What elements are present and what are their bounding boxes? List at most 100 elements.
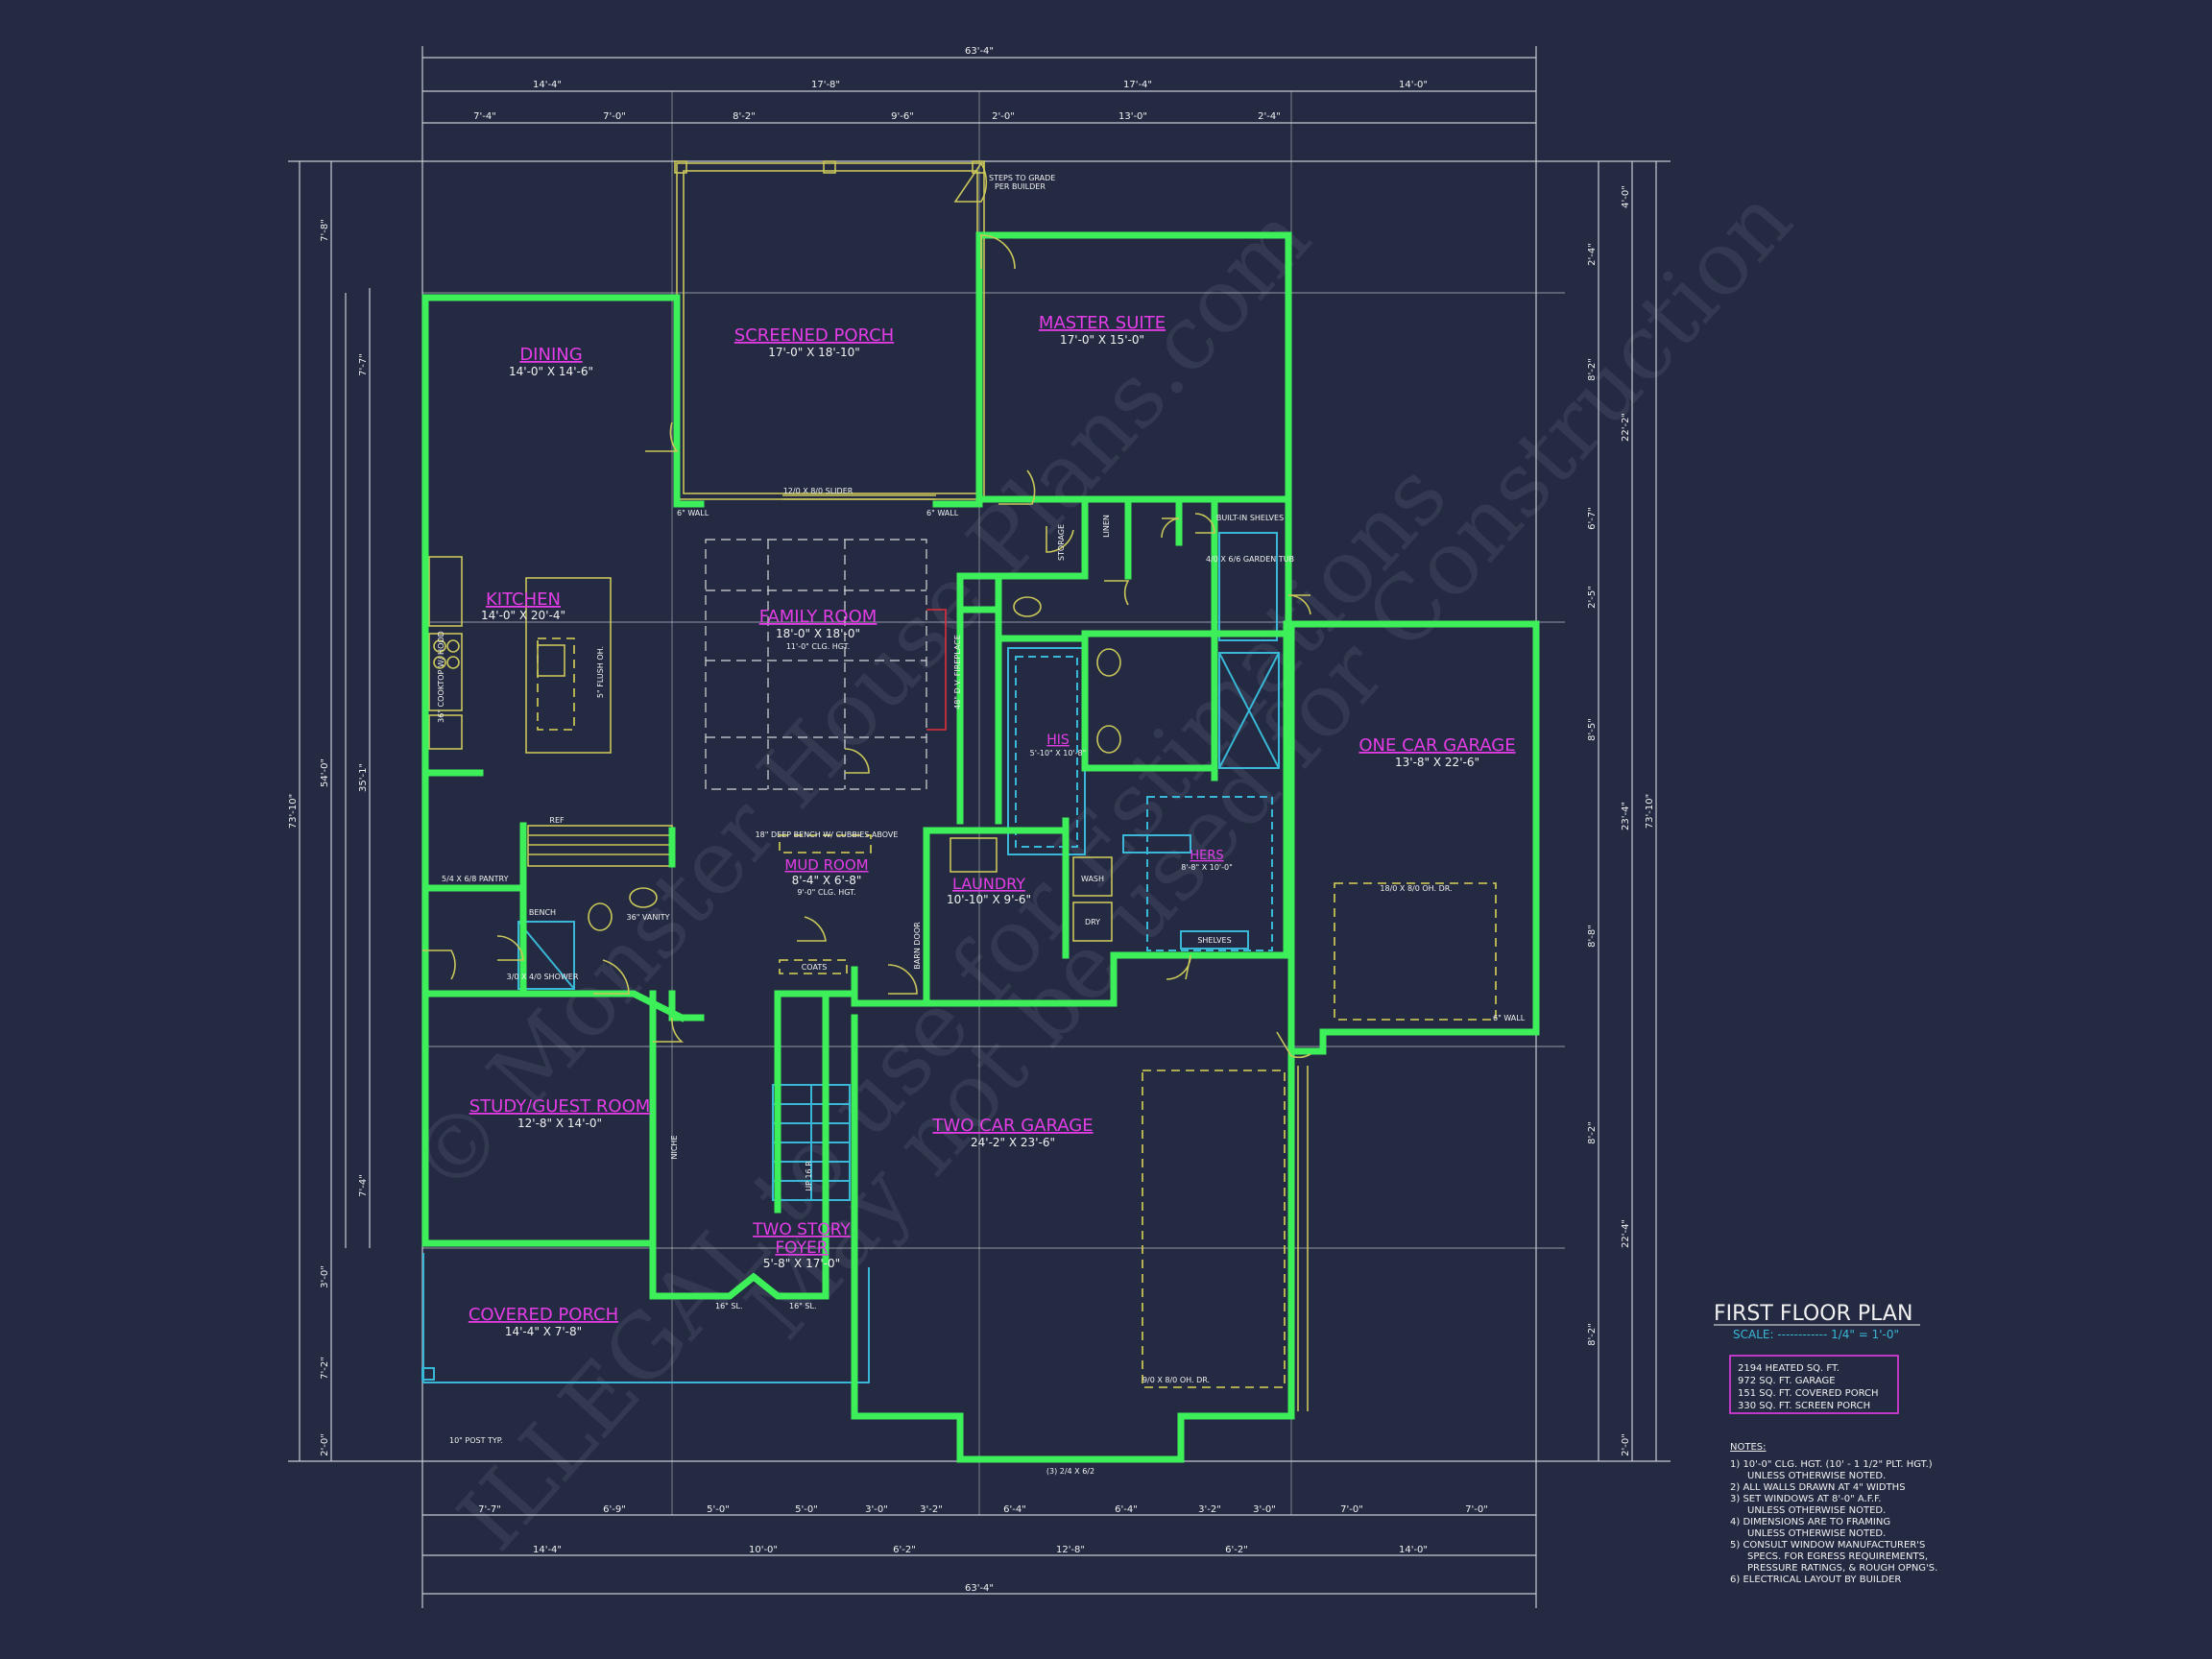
room-labels: DINING 14'-0" X 14'-6" SCREENED PORCH 17… [469,313,1516,1338]
dim-right-seg-h: 8'-2" [1587,1121,1598,1144]
dim-left-seg-c: 7'-4" [358,1174,369,1197]
covered-porch-size: 14'-4" X 7'-8" [505,1325,582,1338]
note-3: 3) SET WINDOWS AT 8'-0" A.F.F. [1730,1494,1881,1504]
note-6: 6) ELECTRICAL LAYOUT BY BUILDER [1730,1575,1901,1585]
garage-door-2: 9/0 X 8/0 OH. DR. [1142,1376,1210,1384]
six-wall-label-2: 6" WALL [926,509,959,517]
kitchen-size: 14'-0" X 20'-4" [481,609,565,622]
covered-porch-label: COVERED PORCH [469,1305,618,1325]
dim-bot-r1-l: 7'-0" [1465,1504,1488,1515]
dining-label: DINING [519,345,582,365]
dry-label: DRY [1085,918,1100,926]
hers-label: HERS [1190,849,1223,863]
dim-bot-r2-d: 12'-8" [1056,1545,1085,1555]
dim-bot-r1-c: 5'-0" [707,1504,730,1515]
slider-label: 12/0 X 8/0 SLIDER [783,487,854,495]
dim-top-b: 17'-8" [811,80,840,90]
wash-label: WASH [1081,875,1104,883]
doors [422,161,1311,1059]
shelves-label: SHELVES [1197,936,1231,945]
dim-left-overall: 73'-10" [288,794,299,829]
title-block: FIRST FLOOR PLAN SCALE: ------------ 1/4… [1714,1302,1920,1414]
family-room-label: FAMILY ROOM [759,607,878,627]
note-3b: UNLESS OTHERWISE NOTED. [1747,1505,1886,1516]
dim-top-r3-c: 8'-2" [733,111,756,122]
mud-room-size: 8'-4" X 6'-8" [792,874,862,887]
sl-label-2: 16" SL. [789,1302,816,1310]
note-1b: UNLESS OTHERWISE NOTED. [1747,1471,1886,1481]
area-garage: 972 SQ. FT. GARAGE [1738,1376,1836,1386]
dim-bot-r1-g: 6'-4" [1003,1504,1026,1515]
area-box [1729,1355,1899,1414]
barn-door-label: BARN DOOR [913,922,922,970]
area-heated: 2194 HEATED SQ. FT. [1738,1363,1839,1374]
dim-left-inner: 35'-1" [358,763,369,792]
dim-right-seg-j: 8'-2" [1587,1323,1598,1346]
master-suite-label: MASTER SUITE [1039,313,1166,333]
dim-top-r3-g: 2'-4" [1258,111,1281,122]
note-4b: UNLESS OTHERWISE NOTED. [1747,1528,1886,1539]
laundry-size: 10'-10" X 9'-6" [947,893,1031,906]
dim-right-seg-k: 2'-0" [1621,1433,1631,1456]
dim-bot-r1-a: 7'-7" [478,1504,501,1515]
foyer-size: 5'-8" X 17'-0" [763,1257,840,1270]
master-suite-size: 17'-0" X 15'-0" [1060,333,1144,347]
dim-right-seg-e: 2'-5" [1587,586,1598,609]
dim-right-seg-a: 4'-0" [1621,185,1631,208]
dim-left-seg-f: 2'-0" [320,1433,330,1456]
storage-label: STORAGE [1057,524,1066,561]
front-window-label: (3) 2/4 X 6/2 [1046,1467,1094,1476]
dim-bot-r1-d: 5'-0" [795,1504,818,1515]
his-size: 5'-10" X 10'-8" [1030,749,1087,757]
dim-right-mid: 23'-4" [1621,802,1631,830]
dim-bot-r2-e: 6'-2" [1225,1545,1248,1555]
top-dimensions: 63'-4" 14'-4" 17'-8" 17'-4" 14'-0" 7'-4"… [473,46,1428,122]
bench-label: BENCH [529,908,556,917]
dim-top-c: 17'-4" [1123,80,1152,90]
coats-label: COATS [802,963,828,972]
kitchen-label: KITCHEN [486,589,561,610]
mud-room-label: MUD ROOM [784,856,868,874]
note-2: 2) ALL WALLS DRAWN AT 4" WIDTHS [1730,1482,1906,1493]
area-covered-porch: 151 SQ. FT. COVERED PORCH [1738,1388,1879,1399]
dim-bot-r1-i: 3'-2" [1198,1504,1221,1515]
ref-label: REF [549,816,565,825]
shower-label: 3/0 X 4/0 SHOWER [507,973,579,981]
deep-bench-label: 18" DEEP BENCH W/ CUBBIES ABOVE [756,830,899,839]
linen-label: LINEN [1102,515,1111,538]
flush-label: 5" FLUSH OH. [596,646,605,698]
six-wall-label-3: 6" WALL [1493,1014,1526,1022]
two-car-garage-size: 24'-2" X 23'-6" [971,1136,1055,1149]
note-5c: PRESSURE RATINGS, & ROUGH OPNG'S. [1747,1563,1937,1574]
vanity-label: 36" VANITY [627,913,670,922]
dim-left-seg-d: 3'-0" [320,1265,330,1288]
garden-tub-label: 4/0 X 6/6 GARDEN TUB [1206,555,1294,564]
side-dimensions: 73'-10" 54'-0" 35'-1" 7'-8" 7'-7" 7'-4" … [288,185,1655,1456]
six-wall-label-1: 6" WALL [677,509,709,517]
dim-top-r3-d: 9'-6" [891,111,914,122]
dim-bot-r2-a: 14'-4" [533,1545,562,1555]
dim-bot-r1-e: 3'-0" [865,1504,888,1515]
pantry-label: 5/4 X 6/8 PANTRY [442,875,509,883]
dim-bot-r1-b: 6'-9" [603,1504,626,1515]
dim-right-mid2: 22'-2" [1621,413,1631,442]
note-4: 4) DIMENSIONS ARE TO FRAMING [1730,1517,1890,1527]
laundry-label: LAUNDRY [952,875,1025,893]
niche-label: NICHE [670,1136,679,1160]
foyer-label-1: TWO STORY [752,1220,851,1239]
note-1: 1) 10'-0" CLG. HGT. (10' - 1 1/2" PLT. H… [1730,1459,1933,1470]
family-room-note: 11'-0" CLG. HGT. [786,642,850,651]
dim-bot-r2-b: 10'-0" [749,1545,778,1555]
sl-label-1: 16" SL. [715,1302,742,1310]
foyer-label-2: FOYER [775,1238,828,1258]
mud-room-note: 9'-0" CLG. HGT. [797,888,855,897]
walls [421,231,1540,1463]
dim-right-seg-f: 8'-5" [1587,718,1598,741]
bottom-dimensions: 7'-7" 6'-9" 5'-0" 5'-0" 3'-0" 3'-2" 6'-4… [478,1504,1488,1594]
per-builder-label: PER BUILDER [995,182,1046,191]
dim-left-seg-e: 7'-2" [320,1357,330,1380]
dim-bot-r2-f: 14'-0" [1399,1545,1428,1555]
notes-title: NOTES: [1730,1442,1767,1453]
watermark-line-2: May not be used for Construction [727,169,1812,1358]
